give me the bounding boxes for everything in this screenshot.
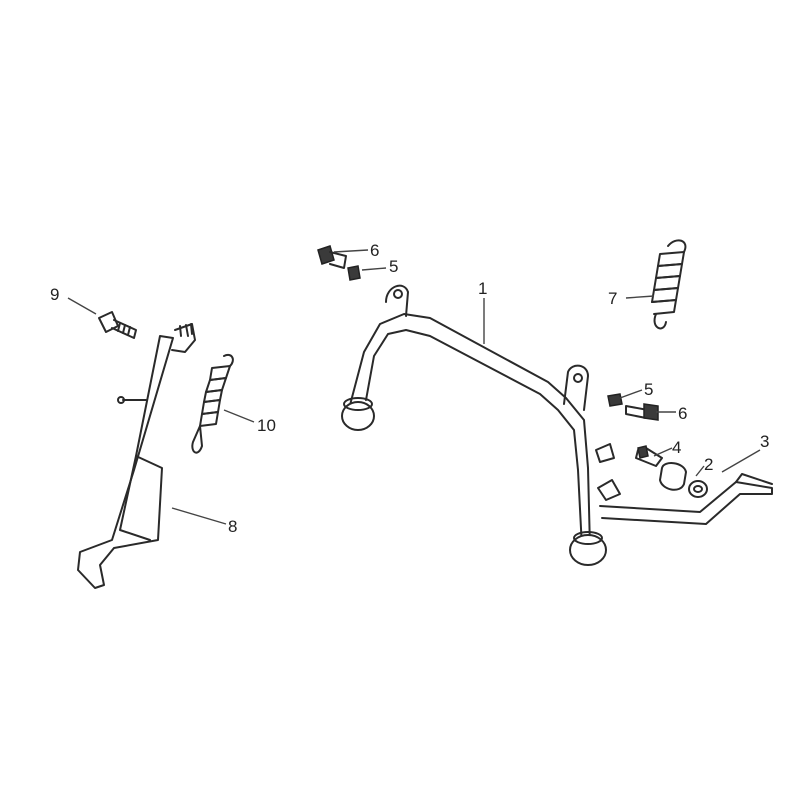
callout-4: 4 <box>672 438 681 457</box>
callout-9: 9 <box>50 285 59 304</box>
callout-5-upper: 5 <box>389 257 398 276</box>
callout-6-lower: 6 <box>678 404 687 423</box>
callout-5-lower: 5 <box>644 380 653 399</box>
leader-lines <box>67 249 761 525</box>
callout-7: 7 <box>608 289 617 308</box>
stand-lever-arm <box>599 473 773 525</box>
right-fasteners <box>607 393 708 498</box>
side-stand <box>77 323 196 589</box>
upper-fasteners <box>317 245 361 281</box>
side-stand-bolt <box>98 311 137 339</box>
callout-labels: 1 2 3 4 5 6 5 6 7 8 9 10 <box>50 241 769 536</box>
callout-6-upper: 6 <box>370 241 379 260</box>
callout-3: 3 <box>760 432 769 451</box>
callout-10: 10 <box>257 416 276 435</box>
callout-1: 1 <box>478 279 487 298</box>
center-stand-spring <box>651 239 687 330</box>
center-stand-frame <box>341 284 621 566</box>
side-stand-spring <box>191 354 234 454</box>
callout-8: 8 <box>228 517 237 536</box>
callout-2: 2 <box>704 455 713 474</box>
